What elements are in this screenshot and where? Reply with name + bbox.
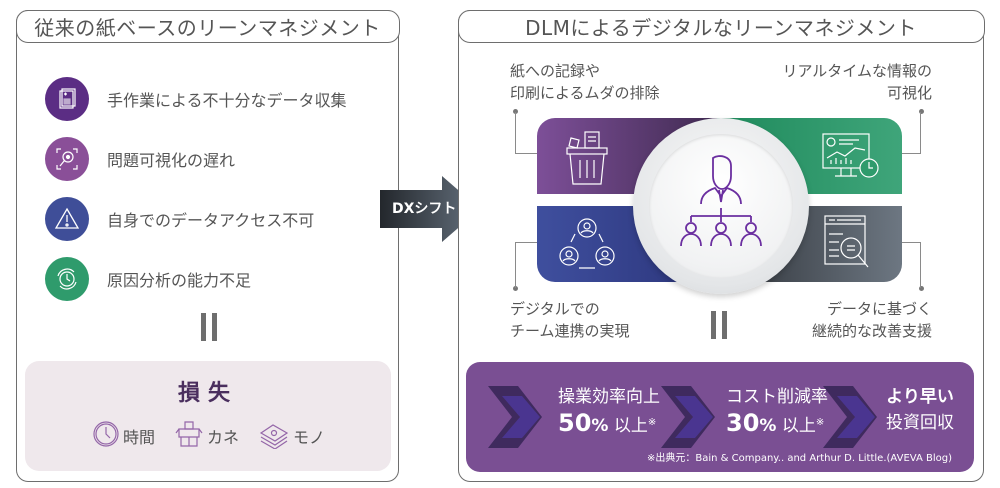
result-label: コスト削減率: [726, 387, 828, 407]
issue-label: 自身でのデータアクセス不可: [107, 211, 315, 230]
loss-title: 損失: [177, 381, 238, 406]
result-unit: %: [591, 416, 609, 436]
document-search-icon: [823, 214, 875, 280]
issue-item: 手作業による不十分なデータ収集: [45, 77, 347, 121]
result-roi: より早い 投資回収: [886, 384, 954, 436]
chevron-icon: [823, 386, 877, 448]
result-label: 操業効率向上: [558, 387, 660, 407]
corner-line: 紙への記録や: [510, 62, 601, 80]
boxes-icon: [173, 419, 205, 453]
corner-line: デジタルでの: [510, 300, 600, 318]
dlm-panel-title: DLMによるデジタルなリーンマネジメント: [457, 9, 985, 43]
money-stack-icon: [257, 419, 291, 453]
loss-item-label: カネ: [206, 428, 239, 447]
connector-line: [899, 112, 921, 154]
corner-line: チーム連携の実現: [510, 322, 630, 340]
result-cost: コスト削減率 30% 以上※: [726, 384, 828, 439]
clock-cycle-icon: [45, 257, 89, 301]
trash-documents-icon: [565, 130, 609, 190]
footnote-mark: ※: [815, 417, 825, 428]
corner-label-bottom-left: デジタルでの チーム連携の実現: [510, 298, 630, 342]
issue-item: 原因分析の能力不足: [45, 257, 251, 301]
footnote-mark: ※: [647, 417, 657, 428]
monitor-chart-icon: [821, 132, 881, 188]
dx-shift-label: DXシフト: [392, 201, 457, 217]
center-disc-inner: [649, 134, 793, 278]
connector-line: [515, 242, 537, 288]
issue-item: 自身でのデータアクセス不可: [45, 197, 314, 241]
warning-icon: [45, 197, 89, 241]
chevron-icon: [488, 386, 542, 448]
equals-sign: [711, 311, 727, 339]
dx-shift-arrow: DXシフト: [380, 176, 480, 242]
connector-dot: [513, 109, 518, 114]
chevron-icon: [661, 386, 715, 448]
result-label: 投資回収: [886, 413, 954, 433]
issue-item: 問題可視化の遅れ: [45, 137, 235, 181]
loss-item-money: カネ: [173, 419, 239, 453]
loss-item-label: 時間: [122, 428, 155, 447]
documents-icon: [45, 77, 89, 121]
corner-label-bottom-right: データに基づく 継続的な改善支援: [812, 298, 932, 342]
connector-line: [515, 112, 537, 154]
connector-dot: [919, 286, 924, 291]
corner-label-top-left: 紙への記録や 印刷によるムダの排除: [510, 60, 660, 104]
connector-line: [899, 242, 921, 288]
results-box: 操業効率向上 50% 以上※ コスト削減率 30% 以上※ より早い 投資回収 …: [466, 362, 974, 472]
eye-magnifier-icon: [45, 137, 89, 181]
loss-item-goods: モノ: [257, 419, 325, 453]
legacy-panel-title: 従来の紙ベースのリーンマネジメント: [15, 9, 400, 43]
connector-dot: [513, 286, 518, 291]
dlm-results-wrap: 操業効率向上 50% 以上※ コスト削減率 30% 以上※ より早い 投資回収 …: [458, 10, 984, 482]
corner-line: 印刷によるムダの排除: [510, 84, 660, 102]
source-footnote: ※出典元：Bain & Company.. and Arthur D. Litt…: [647, 453, 952, 464]
team-cycle-icon: [557, 214, 617, 278]
corner-line: データに基づく: [826, 300, 932, 318]
result-unit: %: [759, 416, 777, 436]
clock-icon: [91, 419, 121, 453]
result-efficiency: 操業効率向上 50% 以上※: [558, 384, 660, 439]
issue-label: 手作業による不十分なデータ収集: [107, 91, 347, 110]
issue-label: 原因分析の能力不足: [107, 271, 252, 290]
result-value: 50: [558, 409, 592, 437]
corner-line: 可視化: [886, 84, 932, 102]
result-suffix: 以上: [776, 416, 816, 436]
result-suffix: 以上: [608, 416, 648, 436]
result-value: 30: [726, 409, 760, 437]
loss-box: 損失 時間 カネ モノ: [25, 361, 391, 471]
corner-line: リアルタイムな情報の: [782, 62, 932, 80]
legacy-panel: 従来の紙ベースのリーンマネジメント 手作業による不十分なデータ収集 問題可視化の…: [15, 9, 400, 482]
corner-line: 継続的な改善支援: [811, 322, 932, 340]
corner-label-top-right: リアルタイムな情報の 可視化: [782, 60, 932, 104]
loss-item-time: 時間: [91, 419, 155, 453]
equals-sign: [201, 313, 217, 341]
connector-dot: [919, 109, 924, 114]
issue-label: 問題可視化の遅れ: [107, 151, 236, 170]
loss-item-label: モノ: [293, 428, 326, 447]
result-label: より早い: [886, 387, 954, 407]
center-disc: [633, 118, 809, 294]
org-chart-icon: [679, 152, 763, 260]
